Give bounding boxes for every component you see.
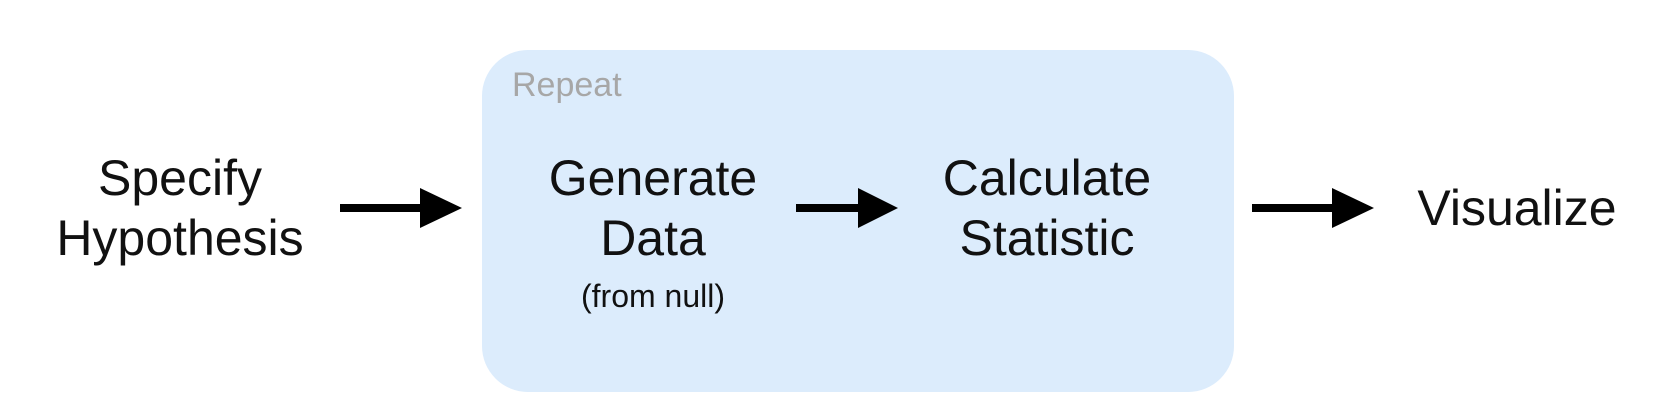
right-arrow-icon	[1252, 188, 1374, 228]
right-arrow-icon	[796, 188, 898, 228]
generate-line2: Data	[600, 210, 706, 266]
arrow-specify-to-generate	[340, 186, 462, 230]
generate-data-node: Generate Data (from null)	[520, 148, 786, 318]
specify-hypothesis-node: Specify Hypothesis	[30, 148, 330, 268]
visualize-node: Visualize	[1396, 178, 1638, 238]
generate-note: (from null)	[580, 278, 725, 314]
calculate-statistic-node: Calculate Statistic	[912, 148, 1182, 268]
right-arrow-icon	[340, 188, 462, 228]
calculate-line1: Calculate	[942, 150, 1152, 206]
calculate-line2: Statistic	[959, 210, 1135, 266]
generate-line1: Generate	[548, 150, 758, 206]
arrow-calculate-to-visualize	[1252, 186, 1374, 230]
visualize-line1: Visualize	[1417, 180, 1617, 236]
repeat-label: Repeat	[512, 66, 622, 104]
specify-line2: Hypothesis	[56, 210, 304, 266]
specify-line1: Specify	[98, 150, 262, 206]
arrow-generate-to-calculate	[796, 186, 898, 230]
